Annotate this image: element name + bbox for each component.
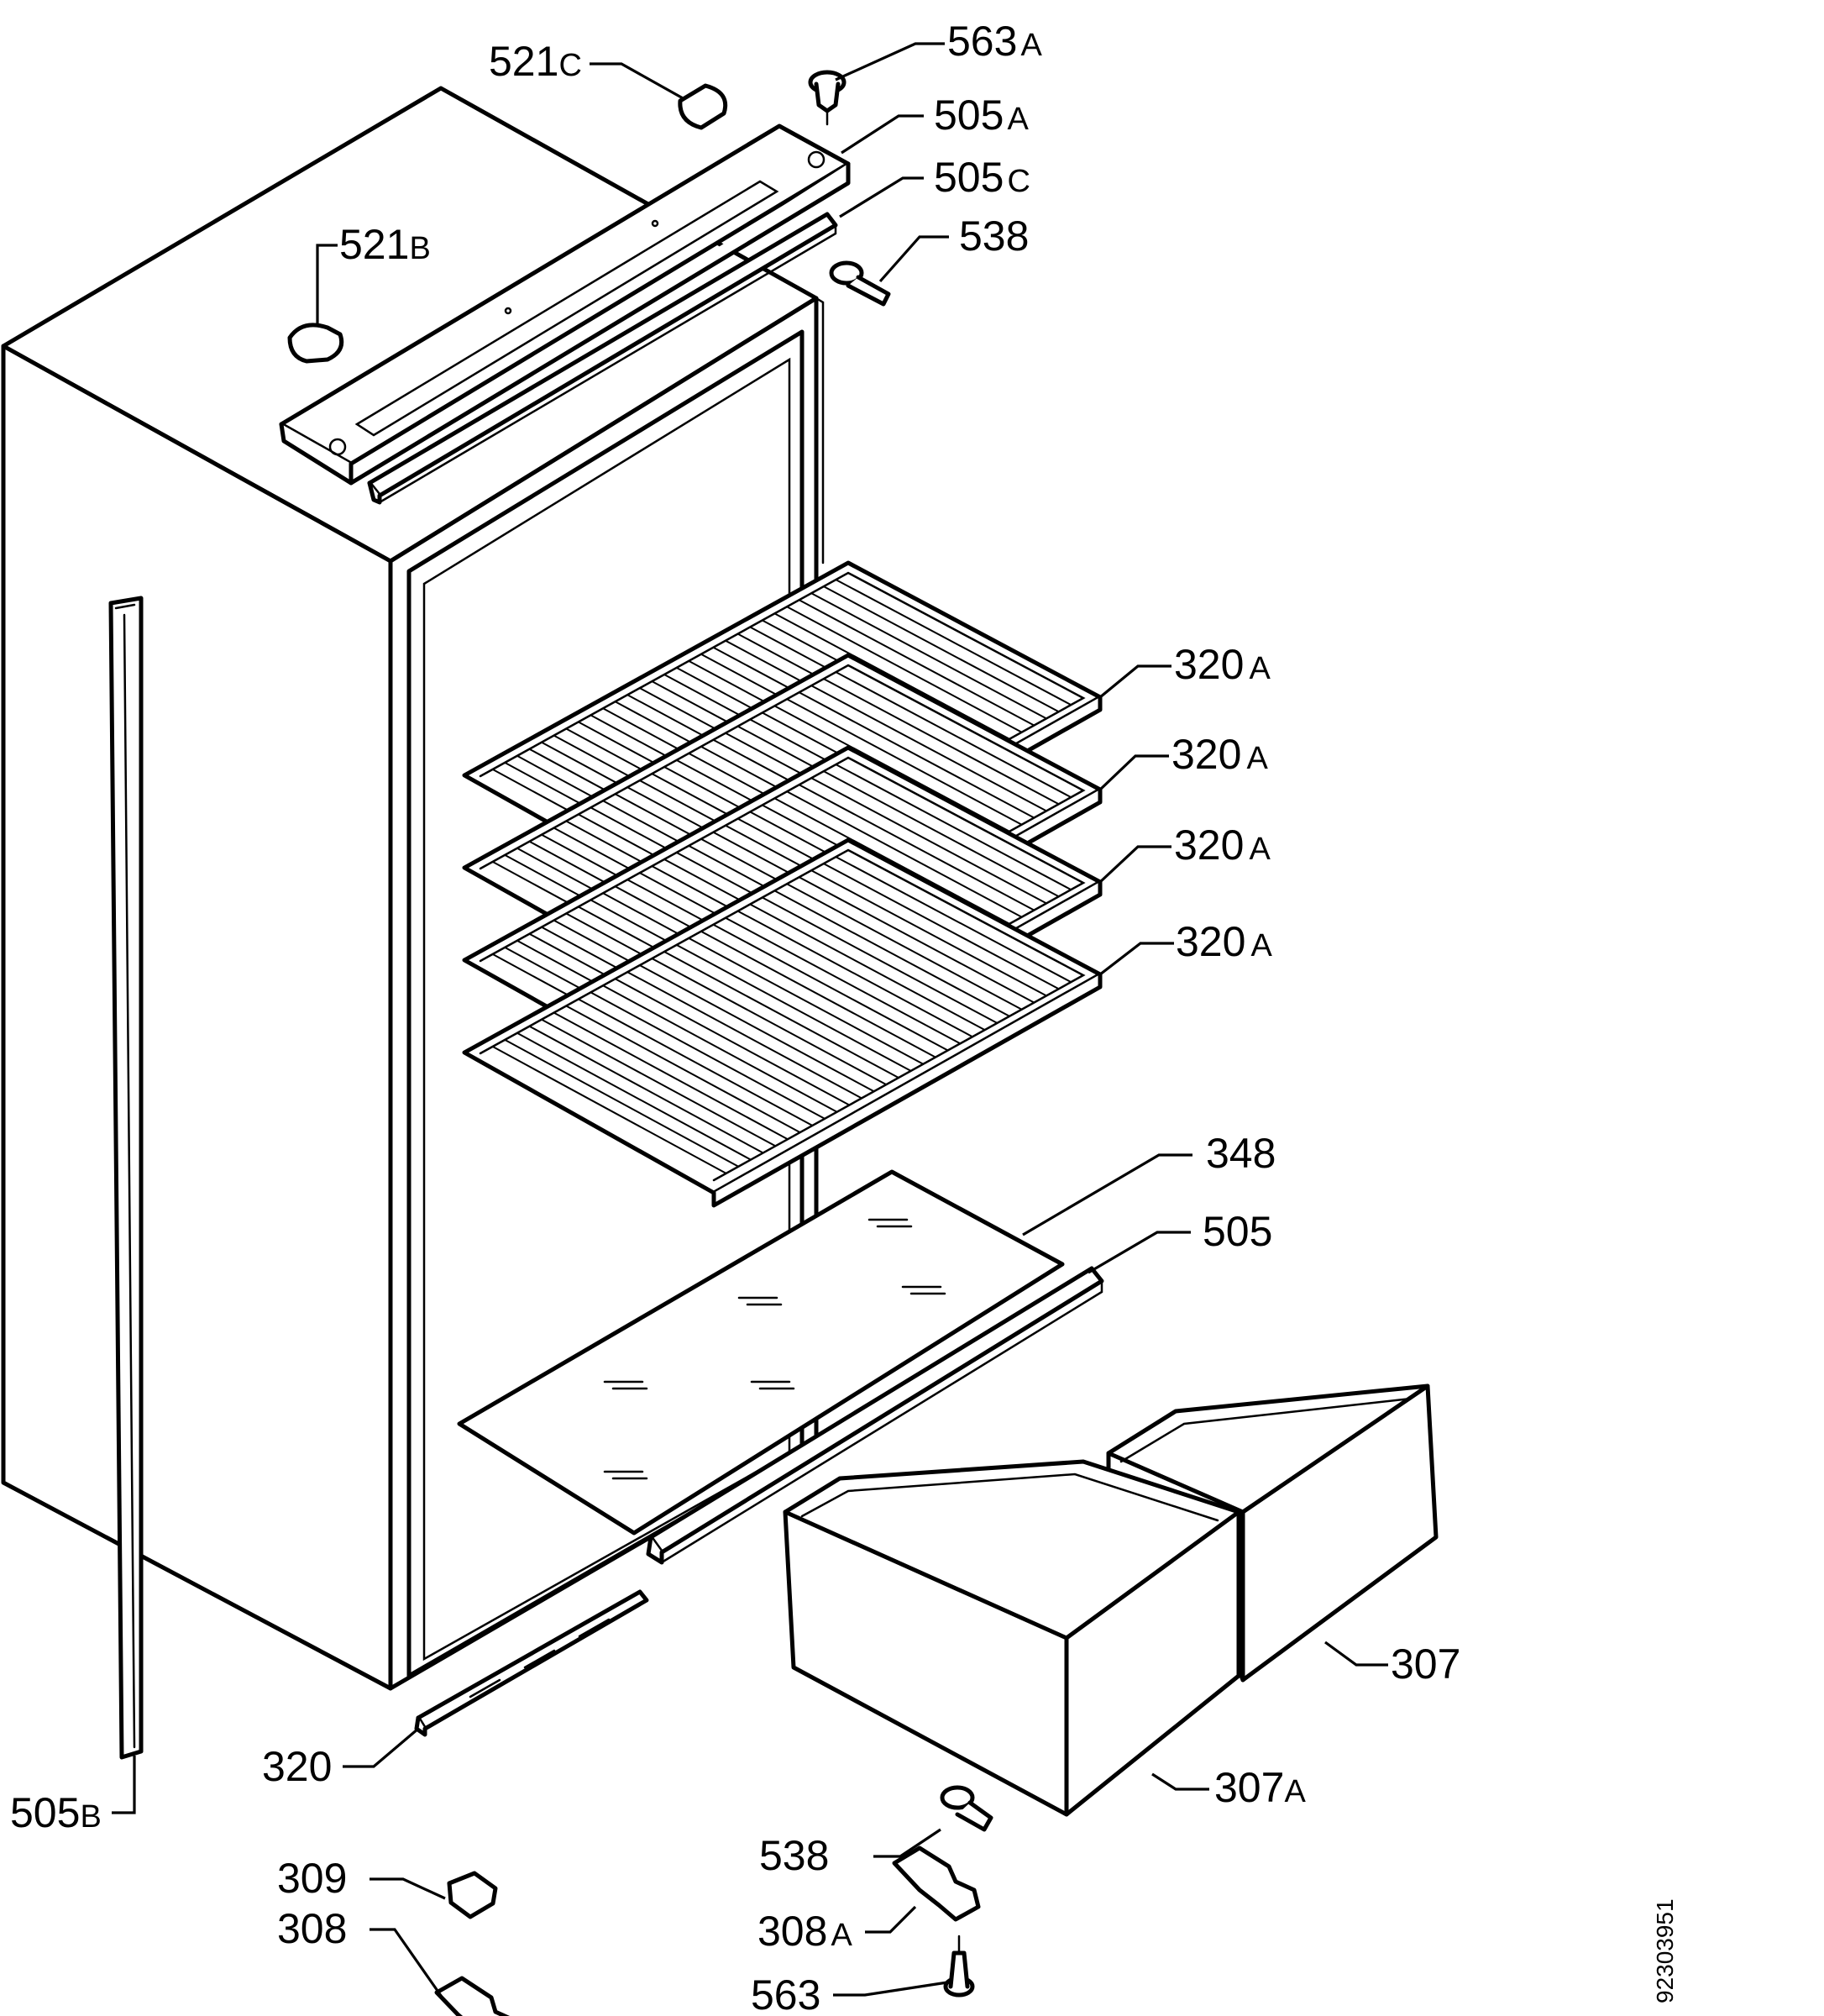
shelf-wire (541, 1018, 776, 1147)
shelf-wire (602, 984, 838, 1113)
shelf-wire (835, 764, 1072, 890)
shelf-wire (786, 790, 1023, 918)
shelf-wire (528, 1025, 764, 1154)
hinge-pin-538-bottom (940, 1785, 993, 1832)
shelf-wire (786, 883, 1023, 1011)
shelf-wire (786, 698, 1023, 826)
shelf-wire (639, 964, 875, 1093)
callout-320: 320 (262, 1743, 332, 1790)
shelf-wire (799, 599, 1035, 727)
shelf-wire (676, 944, 912, 1072)
callout-538-bottom: 538 (759, 1832, 829, 1879)
shelf-wire (663, 951, 899, 1079)
callout-307a: 307A (1214, 1764, 1306, 1811)
shelf-wire (786, 606, 1023, 733)
shelf-wire (773, 890, 1010, 1017)
shelf-wire (835, 579, 1072, 706)
shelf-320a-4 (462, 837, 1103, 1208)
hinge-pin-538-top (829, 260, 891, 307)
top-strip-505c (367, 212, 838, 505)
callout-308: 308 (277, 1905, 347, 1952)
shelf-wire (835, 856, 1072, 983)
shelf-wire (810, 592, 1047, 720)
callout-521c: 521C (489, 38, 582, 85)
shelf-wire (749, 903, 986, 1031)
shelf-wire (810, 869, 1047, 997)
screw-563 (943, 1935, 975, 1998)
shelf-wire (799, 691, 1035, 819)
door-profile-505b (108, 596, 144, 1760)
hinge-308a (892, 1845, 981, 1922)
shelf-wire (516, 1032, 752, 1161)
shelf-wire (590, 991, 826, 1120)
cap-521b (287, 323, 344, 364)
shelf-wire (823, 863, 1060, 990)
screw-563a (808, 70, 846, 126)
shelf-wire (651, 958, 887, 1085)
shelf-wire (835, 671, 1072, 798)
shelf-wire (725, 916, 961, 1045)
shelf-wire (688, 937, 924, 1065)
callout-538-top: 538 (959, 213, 1029, 260)
hinge-308 (434, 1976, 511, 2016)
shelf-wire (712, 923, 949, 1052)
shelf-wire (810, 777, 1047, 905)
callout-307: 307 (1391, 1641, 1460, 1688)
shelf-wire (823, 585, 1060, 713)
shelf-wire (626, 971, 862, 1100)
front-strip-505 (646, 1266, 1104, 1565)
callout-309: 309 (277, 1855, 347, 1902)
shelf-wire (700, 930, 936, 1058)
shelf-wire (578, 998, 813, 1126)
document-number: 92303951 (1652, 1898, 1678, 2003)
leader-lines (112, 42, 1388, 2000)
callout-505: 505 (1203, 1208, 1272, 1255)
shelf-wire (823, 770, 1060, 898)
hinge-bracket-505a (279, 123, 851, 486)
shelf-wire (504, 1039, 739, 1168)
callout-521b: 521B (339, 221, 431, 268)
shelf-wire (737, 910, 973, 1038)
cap-521c (678, 83, 728, 130)
shelf-wire (799, 876, 1035, 1004)
callout-348: 348 (1206, 1130, 1276, 1177)
glass-shelf-348 (457, 1169, 1065, 1536)
shelf-wire (615, 978, 850, 1106)
shelf-wire (823, 678, 1060, 806)
shelf-wire (492, 1046, 727, 1174)
drawer-307a (783, 1459, 1241, 1817)
shelf-wire (565, 1005, 801, 1133)
shelf-wire (553, 1011, 789, 1141)
shelf-wire (799, 784, 1035, 911)
shelf-wire (762, 896, 998, 1024)
callout-563: 563 (751, 1971, 820, 2016)
shelf-rail-320 (414, 1589, 649, 1737)
shelf-wire (810, 685, 1047, 812)
cover-309 (447, 1871, 498, 1919)
callout-505b: 505B (10, 1789, 102, 1836)
